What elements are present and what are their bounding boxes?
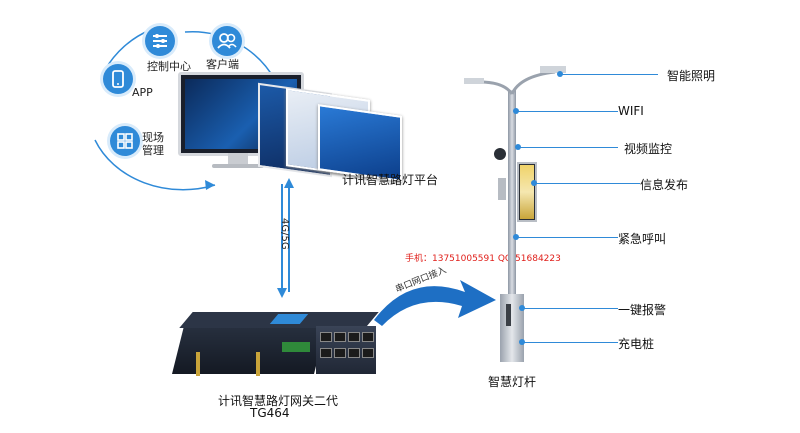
camera-icon — [494, 148, 506, 160]
client-label: 客户端 — [206, 58, 239, 71]
leader-line — [524, 308, 618, 309]
pole-shaft — [508, 90, 516, 300]
gateway-model: TG464 — [250, 406, 290, 420]
serial-access-arrow — [374, 280, 496, 326]
antenna-connector — [256, 352, 260, 376]
leader-dot — [531, 180, 537, 186]
app-label: APP — [132, 86, 153, 99]
leader-line — [518, 111, 618, 112]
antenna-connector — [196, 352, 200, 376]
ethernet-port — [320, 332, 332, 342]
monitor-stand — [228, 153, 248, 165]
gateway-name: 计讯智慧路灯网关二代 — [218, 394, 339, 408]
feature-wifi: WIFI — [618, 104, 644, 118]
ethernet-port — [320, 348, 332, 358]
monitor-base — [212, 164, 264, 168]
control-center-icon — [145, 26, 175, 56]
leader-line — [536, 183, 640, 184]
ethernet-port — [362, 332, 374, 342]
leader-line — [518, 237, 618, 238]
gateway-device — [172, 312, 379, 382]
feature-one-key-alarm: 一键报警 — [618, 303, 667, 317]
ethernet-port — [362, 348, 374, 358]
platform-title: 计讯智慧路灯平台 — [342, 173, 439, 187]
app-phone-icon — [103, 64, 133, 94]
wireless-link-label: 4G/5G — [279, 218, 290, 250]
pole-title: 智慧灯杆 — [488, 375, 537, 389]
ethernet-port — [334, 348, 346, 358]
ethernet-port — [348, 332, 360, 342]
feature-emergency-call: 紧急呼叫 — [618, 232, 667, 246]
leader-dot — [557, 71, 563, 77]
leader-line — [524, 342, 618, 343]
leader-dot — [519, 339, 525, 345]
leader-dot — [513, 108, 519, 114]
pole-lamp-arms — [464, 66, 566, 95]
emergency-call-box — [498, 178, 506, 200]
feature-video-surveillance: 视频监控 — [624, 142, 673, 156]
feature-charging-pile: 充电桩 — [618, 337, 655, 351]
terminal-block — [282, 342, 310, 352]
ethernet-port — [348, 348, 360, 358]
leader-line — [520, 147, 618, 148]
leader-dot — [513, 234, 519, 240]
feature-info-release: 信息发布 — [640, 178, 689, 192]
site-management-label: 现场 管理 — [142, 131, 164, 157]
contact-info: 手机：13751005591 QQ:51684223 — [405, 254, 561, 264]
client-users-icon — [212, 26, 242, 56]
ethernet-port — [334, 332, 346, 342]
leader-dot — [519, 305, 525, 311]
control-center-label: 控制中心 — [147, 60, 191, 73]
feature-smart-lighting: 智能照明 — [667, 69, 716, 83]
site-management-icon — [110, 126, 140, 156]
info-display-screen — [517, 162, 537, 222]
leader-line — [562, 74, 658, 75]
wireless-link-arrows — [277, 178, 294, 298]
leader-dot — [515, 144, 521, 150]
